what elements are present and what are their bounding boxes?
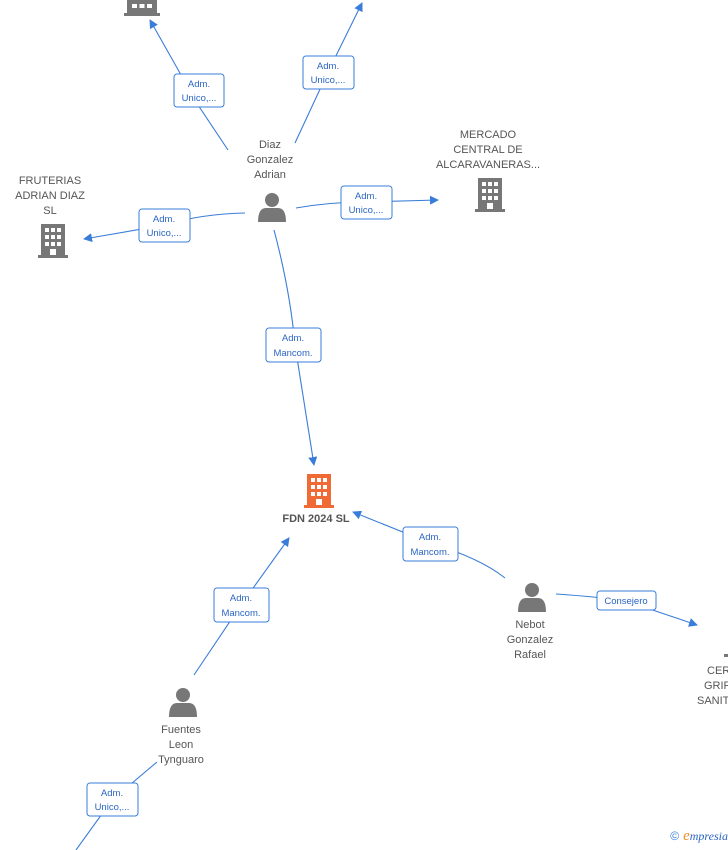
edge-label-fuentes-fdn[interactable]: Adm. Mancom. <box>213 587 270 623</box>
node-label-line: ADRIAN DIAZ <box>15 190 85 202</box>
edge-label-line: Adm. <box>282 333 304 344</box>
node-label-line: FRUTERIAS <box>19 175 81 187</box>
edge-label-line: Unico,... <box>182 93 217 104</box>
edge-label-line: Adm. <box>188 79 210 90</box>
edge-label-line: Unico,... <box>95 802 130 813</box>
node-label-line: Adrian <box>254 169 286 181</box>
edge-label-diaz-mercado[interactable]: Adm. Unico,... <box>340 185 393 220</box>
edge-label-fuentes-bottom[interactable]: Adm. Unico,... <box>86 782 139 817</box>
edge-label-line: Adm. <box>419 532 441 543</box>
edge-label-diaz-top-right[interactable]: Adm. Unico,... <box>302 55 355 90</box>
node-label-line: Gonzalez <box>507 634 553 646</box>
node-label-line: SANIT <box>697 695 728 707</box>
brand-initial: e <box>683 828 690 844</box>
node-label-line: Gonzalez <box>247 154 293 166</box>
edge-label-line: Adm. <box>101 788 123 799</box>
building-icon <box>304 474 334 508</box>
edge-label-line: Unico,... <box>349 205 384 216</box>
edge-label-line: Adm. <box>230 593 252 604</box>
brand-logo: ©empresia <box>670 828 728 846</box>
node-fruterias[interactable]: FRUTERIAS ADRIAN DIAZ SL <box>15 175 85 258</box>
edge-label-diaz-fruterias[interactable]: Adm. Unico,... <box>138 208 191 243</box>
edge-label-line: Mancom. <box>273 348 312 359</box>
node-label-line: FDN 2024 SL <box>282 513 350 525</box>
node-nebot[interactable]: Nebot Gonzalez Rafael <box>507 583 553 661</box>
person-icon <box>169 688 197 717</box>
edge-label-line: Unico,... <box>147 228 182 239</box>
node-top-building[interactable] <box>124 0 160 16</box>
edge-label-line: Unico,... <box>311 75 346 86</box>
node-label-line: ALCARAVANERAS... <box>436 159 540 171</box>
node-label-line: MERCADO <box>460 129 517 141</box>
node-fuentes[interactable]: Fuentes Leon Tynguaro <box>158 688 204 766</box>
node-cer[interactable]: CER GRIF SANIT <box>697 654 728 707</box>
node-fdn[interactable]: FDN 2024 SL <box>282 474 350 525</box>
person-icon <box>258 193 286 222</box>
node-label-line: Fuentes <box>161 724 201 736</box>
brand-name: mpresia <box>689 829 728 843</box>
building-icon <box>38 224 68 258</box>
node-label-line: Nebot <box>515 619 544 631</box>
edge-label-line: Adm. <box>153 214 175 225</box>
edge-label-line: Adm. <box>317 61 339 72</box>
edge-label-nebot-fdn[interactable]: Adm. Mancom. <box>402 526 459 562</box>
node-mercado[interactable]: MERCADO CENTRAL DE ALCARAVANERAS... <box>436 129 540 212</box>
node-label-line: GRIF <box>704 680 728 692</box>
building-icon <box>724 654 728 657</box>
edge-label-diaz-top-left[interactable]: Adm. Unico,... <box>173 73 225 108</box>
node-label-line: Leon <box>169 739 193 751</box>
edge-label-line: Mancom. <box>221 608 260 619</box>
edge-label-diaz-fdn[interactable]: Adm. Mancom. <box>265 327 322 363</box>
building-icon <box>124 0 160 16</box>
copyright-symbol: © <box>670 829 680 843</box>
node-label-line: CER <box>707 665 728 677</box>
node-label-line: CENTRAL DE <box>453 144 522 156</box>
edge-label-line: Mancom. <box>410 547 449 558</box>
edge-label-line: Adm. <box>355 191 377 202</box>
node-label-line: Rafael <box>514 649 546 661</box>
node-label-line: SL <box>43 205 56 217</box>
building-icon <box>475 178 505 212</box>
person-icon <box>518 583 546 612</box>
edge-label-line: Consejero <box>604 596 647 607</box>
node-diaz[interactable]: Diaz Gonzalez Adrian <box>247 139 293 222</box>
node-label-line: Diaz <box>259 139 281 151</box>
node-label-line: Tynguaro <box>158 754 204 766</box>
edge-label-nebot-cer[interactable]: Consejero <box>596 590 657 611</box>
